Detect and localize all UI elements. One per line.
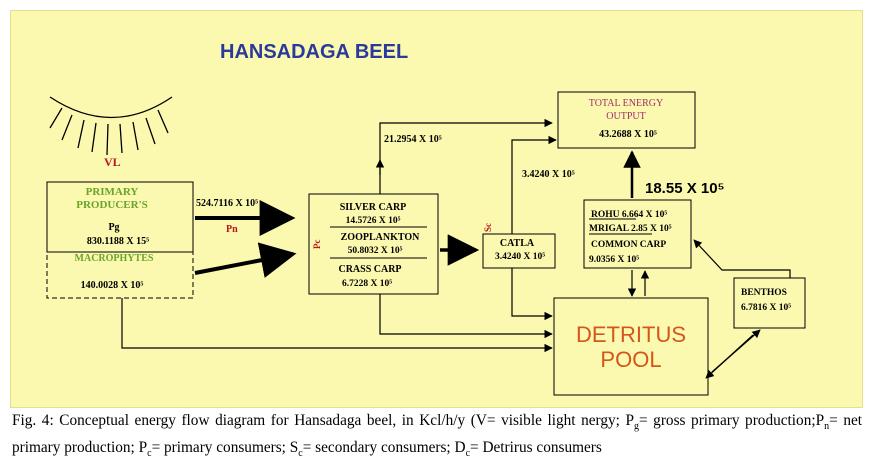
benthos-box <box>733 277 806 329</box>
pg-value: 830.1188 X 15⁵ <box>87 236 149 247</box>
consumers-to-detritus-arrow <box>379 294 553 339</box>
primary-consumers-box <box>308 193 439 295</box>
catla-output-value: 3.4240 X 10⁵ <box>522 169 575 180</box>
mrigal-label: MRIGAL 2.85 X 10⁵ <box>589 224 672 234</box>
pg-label: Pg <box>108 222 119 233</box>
caption-sub-c2: c <box>298 448 303 460</box>
macrophytes-box <box>46 251 194 299</box>
caption-sub-g: g <box>633 421 639 433</box>
macrophyte-arrow <box>194 242 297 278</box>
catla-to-detritus-arrow <box>511 268 553 321</box>
primary-heading-line2: PRODUCER'S <box>76 199 148 211</box>
caption-sub-n: n <box>824 421 830 433</box>
pn-label: Pn <box>226 224 238 235</box>
vl-label: VL <box>104 155 121 169</box>
big-flow-value: 18.55 X 10⁵ <box>645 180 725 197</box>
primary-heading-line1: PRIMARY <box>86 186 139 198</box>
catla-to-output-arrow <box>511 135 557 234</box>
common-carp-label: COMMON CARP <box>591 240 666 250</box>
major-carps-value: 9.0356 X 10⁵ <box>589 255 639 265</box>
catla-label: CATLA <box>500 238 535 249</box>
pc-label: Pc <box>312 240 322 250</box>
caption-part6: = Detrirus consumers <box>470 439 602 457</box>
catla-value: 3.4240 X 10⁵ <box>495 252 545 262</box>
macrophytes-label: MACROPHYTES <box>75 253 154 264</box>
rohu-label: ROHU 6.664 X 10⁵ <box>591 210 667 220</box>
figure-caption: Fig. 4: Conceptual energy flow diagram f… <box>12 410 862 464</box>
silver-carp-label: SILVER CARP <box>340 202 407 213</box>
pn-value: 524.7116 X 10⁵ <box>196 198 258 209</box>
caption-part2: = gross primary production;P <box>638 412 825 429</box>
benthos-value: 6.7816 X 10⁵ <box>741 303 791 313</box>
caption-sub-c3: c <box>465 448 471 460</box>
benthos-to-carps-arrow <box>693 239 791 278</box>
sun-icon <box>49 96 173 156</box>
sc-label: Sc <box>483 223 493 232</box>
detritus-pool-box <box>553 297 709 396</box>
diagram-panel <box>10 10 863 408</box>
benthos-to-detritus-arrow <box>705 334 754 379</box>
grass-carp-label: CRASS CARP <box>338 264 401 275</box>
zooplankton-label: ZOOPLANKTON <box>341 232 420 243</box>
output-line2: OUTPUT <box>606 111 645 122</box>
diagram-title: HANSADAGA BEEL <box>220 41 408 63</box>
detritus-line1: DETRITUS <box>576 322 686 347</box>
benthos-label: BENTHOS <box>741 288 787 298</box>
major-carps-box <box>583 199 692 269</box>
caption-part5: = secondary consumers; D <box>302 439 466 457</box>
producers-to-detritus-arrow <box>121 298 553 353</box>
energy-flow-diagram: HANSADAGA BEEL VL PRIMARY PRODUCER'S Pg … <box>46 41 806 396</box>
zooplankton-value: 50.8032 X 10⁵ <box>348 246 403 256</box>
caption-sub-c: c <box>147 448 152 460</box>
up-flow-value: 21.2954 X 10⁵ <box>384 134 442 145</box>
total-output-box <box>557 91 696 149</box>
caption-part4: = primary consumers; S <box>151 439 299 457</box>
catla-box <box>482 233 556 269</box>
detritus-line2: POOL <box>600 347 661 372</box>
grass-carp-value: 6.7228 X 10⁵ <box>342 279 392 289</box>
caption-part1: Fig. 4: Conceptual energy flow diagram f… <box>12 412 634 429</box>
output-line1: TOTAL ENERGY <box>589 98 663 109</box>
output-value: 43.2688 X 10⁵ <box>599 129 657 140</box>
caption-part3: = net primary production; P <box>12 412 863 457</box>
silver-carp-value: 14.5726 X 10⁵ <box>346 216 401 226</box>
macrophytes-value: 140.0028 X 10⁵ <box>81 280 144 291</box>
